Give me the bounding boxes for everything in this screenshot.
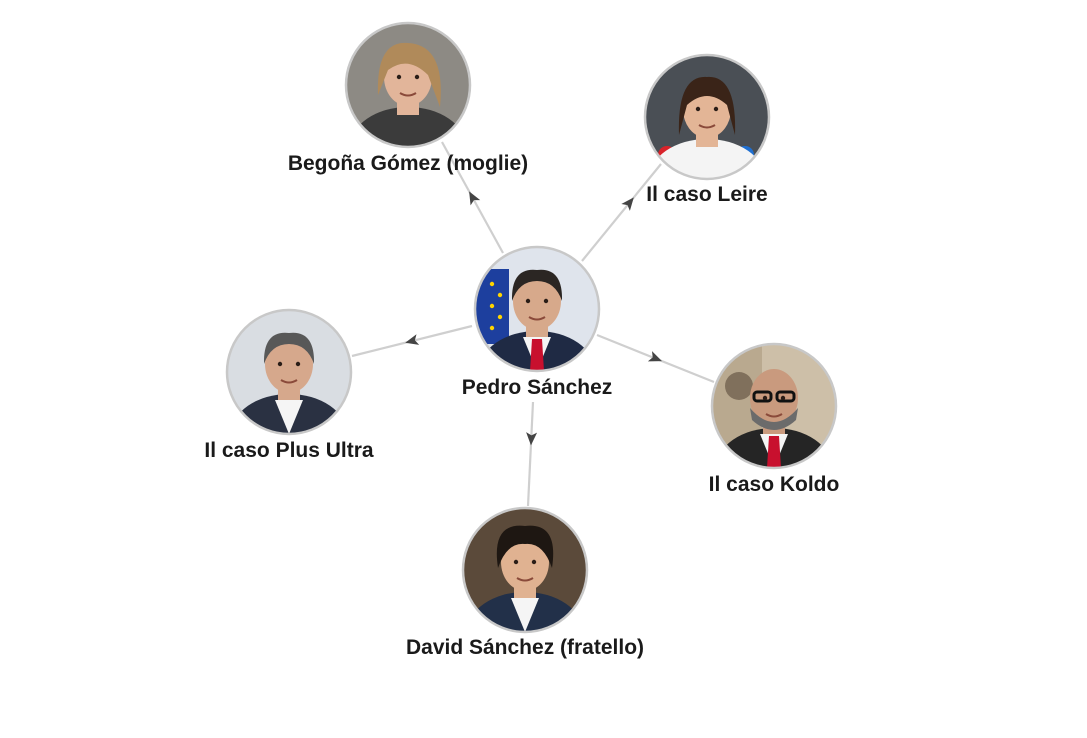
edge-plus_ultra xyxy=(351,324,473,358)
arrow-icon xyxy=(405,334,420,345)
edge-leire xyxy=(581,163,662,262)
node-david: David Sánchez (fratello) xyxy=(406,506,644,659)
photo-ring xyxy=(710,342,838,470)
photo-ring xyxy=(643,53,771,181)
arrow-icon xyxy=(621,197,634,211)
arrow-icon xyxy=(526,432,538,446)
photo-ring xyxy=(225,308,353,436)
photo-leire xyxy=(645,55,769,179)
node-koldo: Il caso Koldo xyxy=(709,342,840,496)
node-label-leire: Il caso Leire xyxy=(646,183,767,206)
node-plus_ultra: Il caso Plus Ultra xyxy=(204,308,374,462)
edge-line xyxy=(581,163,662,262)
photo-plus_ultra xyxy=(227,310,351,434)
edge-begona xyxy=(441,141,504,254)
node-label-koldo: Il caso Koldo xyxy=(709,473,840,496)
node-label-center: Pedro Sánchez xyxy=(462,376,613,399)
photo-ring xyxy=(461,506,589,634)
photo-begona xyxy=(346,23,470,147)
edge-david xyxy=(526,401,538,507)
photo-david xyxy=(463,508,587,632)
node-leire: Il caso Leire xyxy=(643,53,771,206)
node-label-plus_ultra: Il caso Plus Ultra xyxy=(204,439,374,462)
node-label-begona: Begoña Gómez (moglie) xyxy=(288,152,528,175)
photo-ring xyxy=(473,245,601,373)
node-label-david: David Sánchez (fratello) xyxy=(406,636,644,659)
node-begona: Begoña Gómez (moglie) xyxy=(288,21,528,175)
node-center: Pedro Sánchez xyxy=(462,245,613,399)
edge-line xyxy=(526,401,535,507)
edge-koldo xyxy=(596,333,715,384)
arrow-icon xyxy=(469,191,481,206)
photo-ring xyxy=(344,21,472,149)
arrow-icon xyxy=(647,351,662,362)
edges-layer xyxy=(351,141,715,507)
nodes-layer: Pedro Sánchez Begoña Gómez (moglie) Il cas… xyxy=(204,21,840,659)
